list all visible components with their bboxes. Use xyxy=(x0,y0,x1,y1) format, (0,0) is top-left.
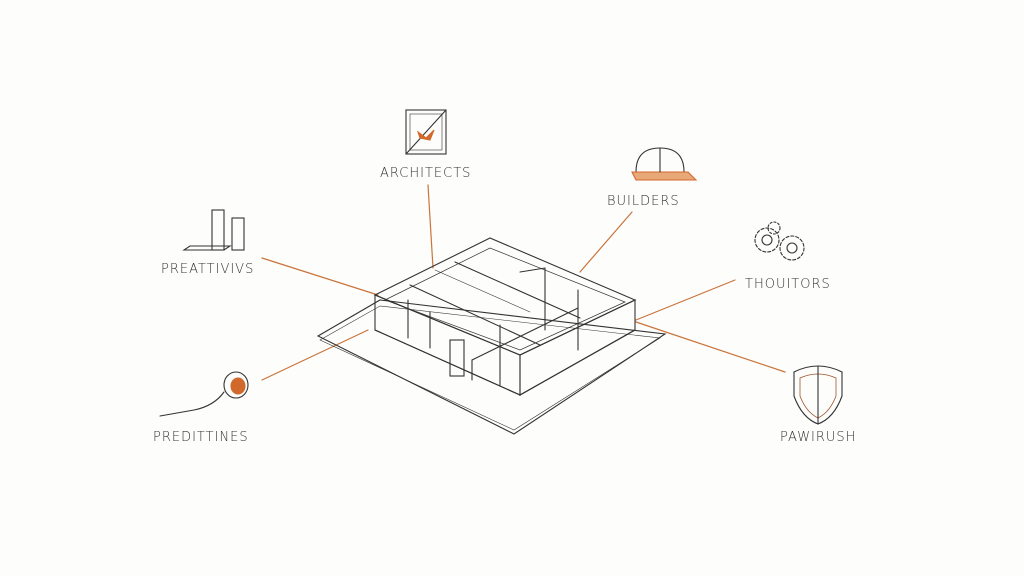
gears-icon xyxy=(754,221,805,261)
drafting-square-icon xyxy=(405,109,447,155)
label-pawirush: PAWIRUSH xyxy=(780,430,857,445)
label-thouitors: THOUITORS xyxy=(745,277,831,292)
connector-lines xyxy=(261,184,786,381)
label-architects: ARCHITECTS xyxy=(380,166,472,181)
building-blocks-icon xyxy=(182,209,245,251)
label-builders: BUILDERS xyxy=(607,194,680,209)
hand-pin-icon xyxy=(159,371,249,417)
shield-icon xyxy=(793,365,843,425)
label-predittines: PREDITTINES xyxy=(153,430,249,445)
floor-plan-model xyxy=(316,237,667,435)
hard-hat-icon xyxy=(631,147,698,181)
label-preattivivs: PREATTIVIVS xyxy=(161,262,255,277)
